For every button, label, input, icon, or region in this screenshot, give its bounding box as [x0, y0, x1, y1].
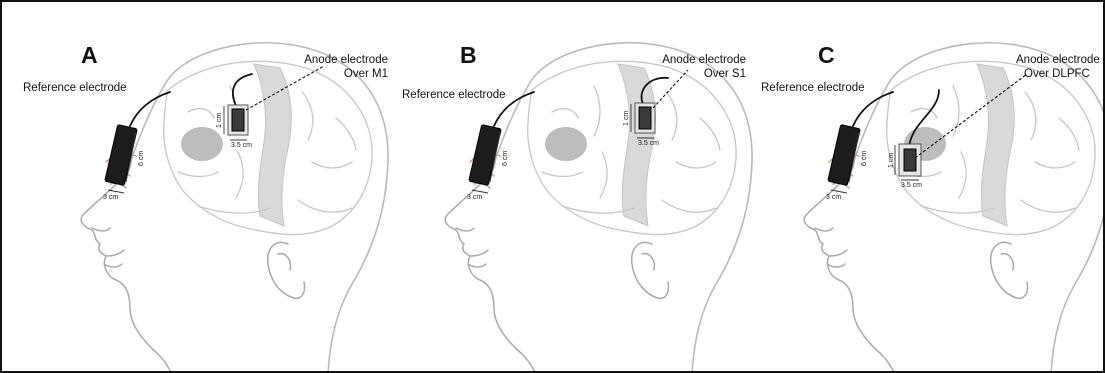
panel-b-anode-label-line2: Over S1	[636, 67, 746, 81]
panel-b-letter: B	[460, 44, 477, 67]
panel-b-anode-label: Anode electrode Over S1	[636, 53, 746, 81]
panel-a-ref-width-label: 3 cm	[103, 194, 118, 202]
panel-c-anode-width-label: 3.5 cm	[901, 182, 922, 190]
panel-b-reference-label: Reference electrode	[402, 88, 506, 102]
panel-c-anode-label: Anode electrode Over DLPFC	[1016, 53, 1100, 81]
panel-c-anode-height-label: 1 cm	[888, 153, 896, 168]
panel-b-ref-length-label: 6 cm	[502, 151, 510, 166]
panel-c-anode-label-line1: Anode electrode	[1016, 53, 1100, 67]
panel-b-anode-width-label: 3.5 cm	[638, 140, 659, 148]
panel-b-anode-height-label: 1 cm	[623, 111, 631, 126]
panel-c-ref-width-label: 3 cm	[826, 194, 841, 202]
panel-a-ref-length-label: 6 cm	[138, 151, 146, 166]
panel-a-anode-label: Anode electrode Over M1	[278, 53, 388, 81]
panel-a-anode-label-line1: Anode electrode	[278, 53, 388, 67]
panel-c-anode-label-line2: Over DLPFC	[1016, 67, 1100, 81]
panel-a-anode-width-label: 3.5 cm	[231, 142, 252, 150]
panel-c-reference-label: Reference electrode	[761, 81, 865, 95]
panel-c-ref-length-label: 6 cm	[861, 151, 869, 166]
panel-a-reference-label: Reference electrode	[23, 81, 127, 95]
panel-a-anode-height-label: 1 cm	[216, 113, 224, 128]
panel-c-letter: C	[818, 44, 835, 67]
panel-a-letter: A	[81, 44, 98, 67]
panel-b-ref-width-label: 3 cm	[467, 194, 482, 202]
panel-a-anode-label-line2: Over M1	[278, 67, 388, 81]
panel-b-anode-label-line1: Anode electrode	[636, 53, 746, 67]
panel-a-illustration	[81, 43, 388, 373]
